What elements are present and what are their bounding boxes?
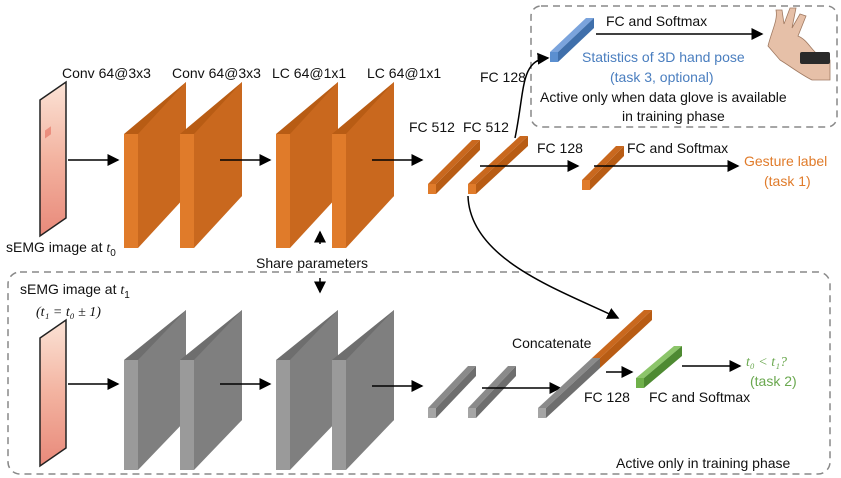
lc-layer-1-shared [276, 310, 338, 470]
share-parameters-label: Share parameters [256, 255, 368, 271]
input-t1-label: sEMG image at t1 [20, 281, 130, 301]
fc128-order-label: FC 128 [584, 389, 630, 405]
conv-layer-1-shared [124, 310, 186, 470]
order-output-label: t₀ < t₁? [746, 355, 787, 370]
fc128-hand-pose-label: FC 128 [480, 69, 526, 85]
hand-pose-note-line2: in training phase [622, 108, 725, 124]
fc128-hand-pose [550, 18, 594, 62]
gesture-output-task: (task 1) [764, 173, 811, 189]
arrow-to-hand-pose-fc [514, 52, 550, 139]
conv-layer-2 [180, 82, 242, 248]
fc512-a [428, 140, 480, 194]
fc512-b-label: FC 512 [463, 119, 509, 135]
semg-image-t1 [39, 318, 67, 468]
hand-pose-image [767, 7, 831, 81]
concatenate-label: Concatenate [512, 335, 592, 351]
fc-softmax-hand-pose-label: FC and Softmax [606, 13, 707, 29]
fc512-b [468, 136, 528, 194]
lc-layer-1 [276, 82, 338, 248]
hand-pose-output-task: (task 3, optional) [610, 69, 714, 85]
hand-pose-output-label: Statistics of 3D hand pose [582, 49, 745, 65]
fc128-order [636, 346, 682, 388]
lc1-label: LC 64@1x1 [272, 65, 346, 81]
conv-layer-1 [124, 82, 186, 248]
fc-softmax-order-label: FC and Softmax [649, 389, 750, 405]
training-panel-note: Active only in training phase [616, 455, 791, 471]
conv-layer-2-shared [180, 310, 242, 470]
lc2-label: LC 64@1x1 [367, 65, 441, 81]
fc-softmax-gesture-label: FC and Softmax [627, 140, 728, 156]
fc512-b-shared [468, 366, 516, 418]
gesture-output-label: Gesture label [744, 153, 827, 169]
lc-layer-2-shared [332, 310, 394, 470]
conv2-label: Conv 64@3x3 [172, 65, 261, 81]
input-t1-equation: (t₁ = t₀ ± 1) [36, 305, 101, 320]
fc512-a-label: FC 512 [409, 119, 455, 135]
fc128-gesture [582, 146, 624, 190]
conv1-label: Conv 64@3x3 [62, 65, 151, 81]
concatenated-vector [538, 310, 652, 418]
fc128-gesture-label: FC 128 [537, 140, 583, 156]
arrow-to-concatenate [467, 195, 620, 319]
semg-image-t0 [39, 80, 67, 238]
hand-pose-note-line1: Active only when data glove is available [540, 89, 787, 105]
input-t0-label: sEMG image at t0 [6, 239, 116, 259]
training-panel [7, 271, 831, 475]
order-output-task: (task 2) [750, 373, 797, 389]
lc-layer-2 [332, 82, 394, 248]
fc512-a-shared [428, 366, 476, 418]
